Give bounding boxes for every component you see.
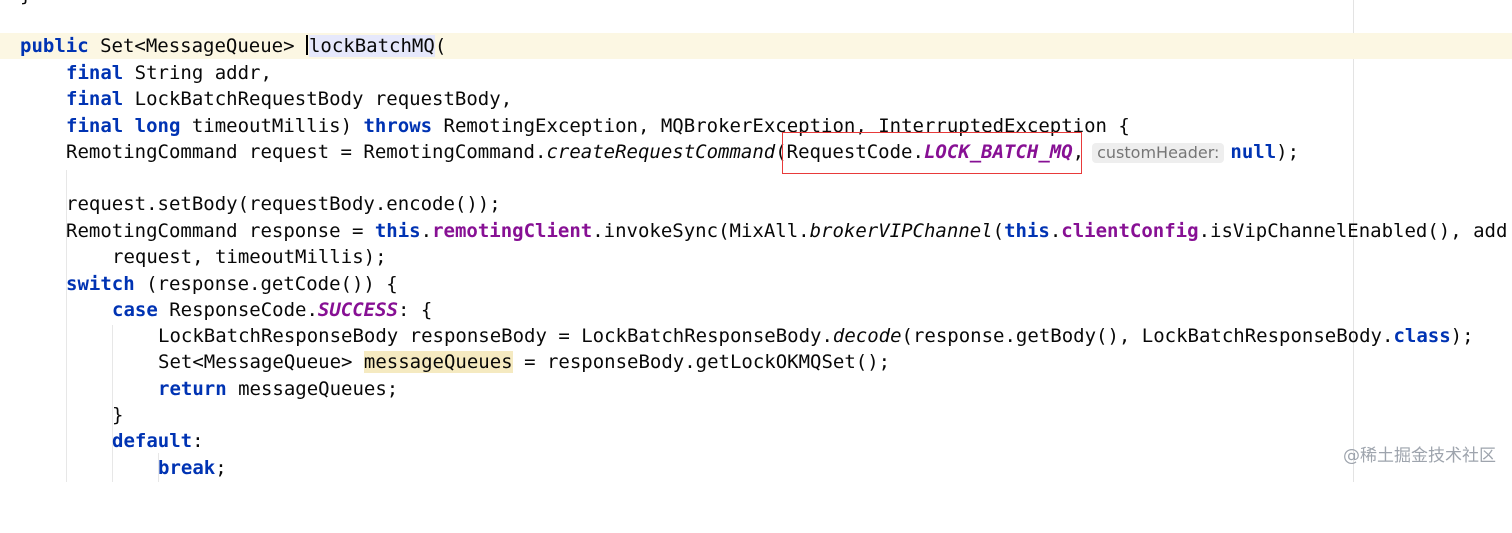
keyword: this bbox=[374, 220, 421, 242]
code-line[interactable]: final LockBatchRequestBody requestBody, bbox=[0, 86, 1512, 112]
code-line[interactable]: final long timeoutMillis) throws Remotin… bbox=[0, 113, 1512, 139]
code-text: LockBatchRequestBody requestBody, bbox=[123, 88, 513, 110]
method-name: lockBatchMQ bbox=[308, 35, 435, 57]
keyword: throws bbox=[363, 115, 433, 137]
code-text: ); bbox=[1450, 325, 1474, 347]
code-line[interactable]: request, timeoutMillis); bbox=[0, 244, 1512, 270]
code-text: .invokeSync(MixAll. bbox=[592, 220, 810, 242]
code-text: = responseBody.getLockOKMQSet(); bbox=[512, 351, 891, 373]
code-text: (response.getCode()) { bbox=[134, 273, 398, 295]
code-line[interactable]: case ResponseCode.SUCCESS: { bbox=[0, 297, 1512, 323]
code-line[interactable]: request.setBody(requestBody.encode()); bbox=[0, 191, 1512, 217]
code-text: ; bbox=[215, 457, 227, 479]
code-text: request, timeoutMillis); bbox=[112, 246, 387, 268]
indent-guide bbox=[112, 325, 113, 482]
keyword: break bbox=[158, 457, 216, 479]
code-text: LockBatchResponseBody responseBody = Loc… bbox=[158, 325, 833, 347]
code-text: RemotingCommand request = RemotingComman… bbox=[66, 141, 547, 163]
highlight-box-annotation bbox=[782, 132, 1082, 174]
keyword: public bbox=[20, 35, 89, 57]
code-text: Set<MessageQueue> bbox=[88, 35, 306, 57]
code-text: timeoutMillis) bbox=[180, 115, 364, 137]
keyword: case bbox=[112, 299, 158, 321]
constant: SUCCESS bbox=[317, 299, 398, 321]
keyword: final bbox=[66, 88, 124, 110]
code-text: .isVipChannelEnabled(), add bbox=[1198, 220, 1508, 242]
code-line[interactable]: break; bbox=[0, 455, 1512, 481]
keyword: final bbox=[66, 115, 124, 137]
keyword: class bbox=[1393, 325, 1451, 347]
code-line[interactable]: final String addr, bbox=[0, 60, 1512, 86]
field-name: remotingClient bbox=[432, 220, 593, 242]
code-line[interactable]: RemotingCommand response = this.remoting… bbox=[0, 218, 1512, 244]
method-name: decode bbox=[832, 325, 902, 347]
text-caret bbox=[305, 35, 308, 55]
code-line[interactable]: public Set<MessageQueue> lockBatchMQ( bbox=[0, 33, 1512, 59]
code-text: String addr, bbox=[123, 62, 272, 84]
code-line[interactable]: RemotingCommand request = RemotingComman… bbox=[0, 139, 1512, 165]
code-text: . bbox=[420, 220, 433, 242]
code-editor[interactable]: } public Set<MessageQueue> lockBatchMQ( … bbox=[0, 0, 1512, 482]
code-text: ( bbox=[434, 35, 447, 57]
right-margin-guide bbox=[1353, 0, 1354, 482]
code-text: RemotingException, MQBrokerException, In… bbox=[432, 115, 1130, 137]
keyword: final bbox=[66, 62, 124, 84]
code-text: : { bbox=[398, 299, 433, 321]
method-name: createRequestCommand bbox=[546, 141, 776, 163]
constant: LOCK_BATCH_MQ bbox=[923, 141, 1073, 163]
keyword: long bbox=[134, 115, 181, 137]
indent-guide bbox=[158, 453, 159, 482]
keyword: this bbox=[1004, 220, 1050, 242]
highlighted-variable: messageQueues bbox=[363, 351, 513, 373]
code-line[interactable]: LockBatchResponseBody responseBody = Loc… bbox=[0, 323, 1512, 349]
code-line[interactable]: Set<MessageQueue> messageQueues = respon… bbox=[0, 349, 1512, 375]
watermark: @稀土掘金技术社区 bbox=[1343, 446, 1496, 466]
keyword: default bbox=[112, 430, 193, 452]
keyword: return bbox=[158, 378, 227, 400]
field-name: clientConfig bbox=[1061, 220, 1199, 242]
code-line[interactable]: } bbox=[0, 402, 1512, 428]
indent-guide bbox=[66, 170, 67, 482]
code-text: (response.getBody(), LockBatchResponseBo… bbox=[901, 325, 1394, 347]
code-line[interactable]: switch (response.getCode()) { bbox=[0, 271, 1512, 297]
keyword: null bbox=[1230, 141, 1277, 163]
code-text: (RequestCode. bbox=[775, 141, 924, 163]
code-text: ResponseCode. bbox=[157, 299, 318, 321]
method-name: brokerVIPChannel bbox=[809, 220, 993, 242]
code-text: ( bbox=[992, 220, 1005, 242]
code-text: . bbox=[1049, 220, 1062, 242]
code-text: Set<MessageQueue> bbox=[158, 351, 364, 373]
code-text: messageQueues; bbox=[226, 378, 399, 400]
code-line[interactable]: default: bbox=[0, 428, 1512, 454]
code-text: ); bbox=[1276, 141, 1300, 163]
code-text: } bbox=[112, 404, 124, 426]
code-fragment: } bbox=[20, 0, 31, 6]
code-text: : bbox=[192, 430, 204, 452]
code-text: RemotingCommand response = bbox=[66, 220, 375, 242]
parameter-hint: customHeader: bbox=[1092, 143, 1225, 163]
keyword: switch bbox=[66, 273, 135, 295]
code-text: , bbox=[1072, 141, 1085, 163]
code-line[interactable]: return messageQueues; bbox=[0, 376, 1512, 402]
code-text: request.setBody(requestBody.encode()); bbox=[66, 193, 501, 215]
